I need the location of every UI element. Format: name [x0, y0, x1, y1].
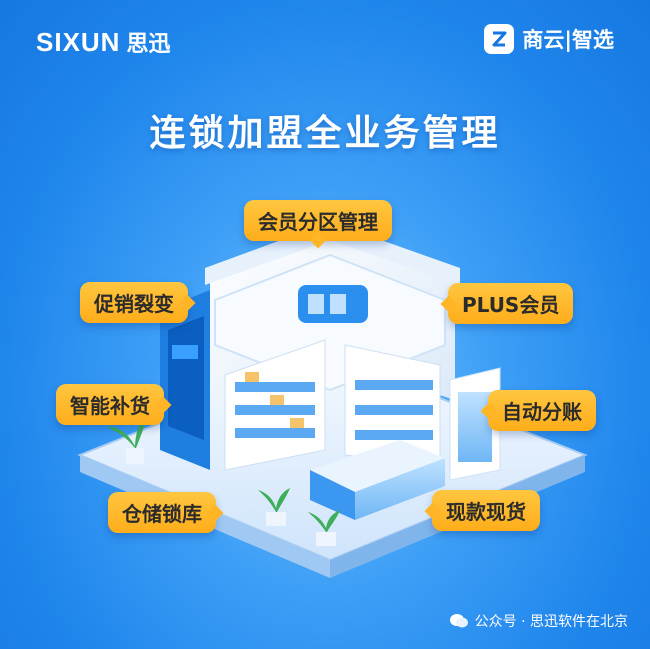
tag-warehouse-lock: 仓储锁库 — [108, 492, 216, 533]
tag-member-zone: 会员分区管理 — [244, 200, 392, 241]
logo-text-shangyun: 商云|智选 — [522, 28, 614, 52]
tag-promo: 促销裂变 — [80, 282, 188, 323]
tag-auto-split: 自动分账 — [488, 390, 596, 431]
tag-cash-stock: 现款现货 — [432, 490, 540, 531]
plant-left — [108, 414, 148, 464]
shangyun-logo: 商云|智选 — [484, 24, 614, 54]
page-title: 连锁加盟全业务管理 — [149, 113, 501, 154]
logo-text-en: SIXUN — [36, 26, 121, 57]
sixun-logo: SIXUN 思迅 — [36, 26, 170, 58]
tag-smart-replenish: 智能补货 — [56, 384, 164, 425]
tag-plus-member: PLUS会员 — [448, 283, 574, 324]
plant-right — [308, 510, 340, 546]
logo-text-cn: 思迅 — [126, 32, 171, 57]
footer-watermark: 公众号 · 思迅软件在北京 — [449, 611, 628, 631]
footer-text: 公众号 · 思迅软件在北京 — [474, 614, 628, 630]
wechat-icon — [449, 614, 468, 628]
z-logo-icon — [484, 24, 515, 54]
plant-mid — [258, 488, 290, 526]
